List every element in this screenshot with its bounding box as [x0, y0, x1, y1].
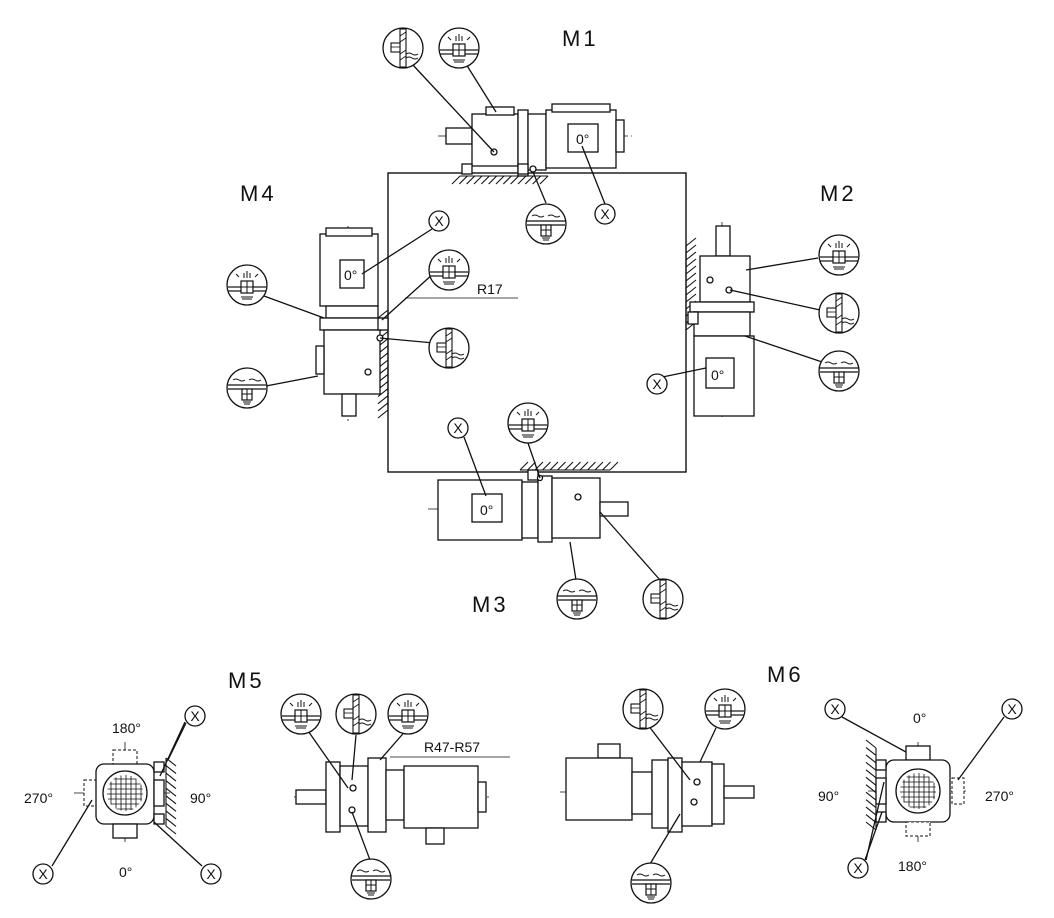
m1-cable-entry-x-icon: X — [594, 203, 616, 225]
oil-level-plug-icon — [642, 578, 684, 620]
m5-angle-top: 180° — [112, 720, 141, 736]
m6-angle-top: 0° — [913, 710, 926, 726]
oil-drain-plug-icon — [226, 367, 268, 409]
oil-level-plug-icon — [428, 327, 470, 369]
breather-valve-icon — [226, 264, 268, 306]
breather-valve-icon — [438, 27, 480, 69]
oil-drain-plug-icon — [818, 350, 860, 392]
m5-side-view — [294, 757, 492, 845]
position-label-m4: M4 — [240, 181, 277, 206]
oil-level-plug-icon — [818, 292, 860, 334]
m6-end-view — [868, 742, 966, 842]
breather-valve-icon — [387, 693, 429, 735]
m5-cable-entry-x-icon: X — [200, 863, 222, 885]
oil-drain-plug-icon — [350, 858, 392, 900]
oil-level-plug-icon — [622, 688, 664, 730]
cable-entry-markers: X X X X X X X X X X — [32, 203, 1023, 885]
svg-text:X: X — [652, 376, 662, 392]
svg-text:X: X — [190, 708, 200, 724]
m2-gear-motor — [687, 222, 755, 420]
m4-cable-entry-x-icon: X — [428, 210, 450, 232]
m4-gear-motor — [315, 226, 389, 424]
m6-angle-right: 270° — [985, 788, 1014, 804]
m5-cable-entry-x-icon: X — [32, 863, 54, 885]
m6-side-view — [560, 743, 755, 833]
m6-cable-entry-x-icon: X — [847, 857, 869, 879]
terminal-box-labels: 0° 0° 0° 0° — [344, 131, 724, 518]
foot-surface-hatching — [165, 175, 877, 835]
m3-terminal-angle: 0° — [480, 502, 493, 518]
svg-text:X: X — [206, 866, 216, 882]
breather-valve-icon — [428, 249, 470, 291]
svg-text:X: X — [453, 420, 463, 436]
m3-cable-entry-x-icon: X — [447, 417, 469, 439]
m6-angle-bottom: 180° — [898, 858, 927, 874]
position-label-m2: M2 — [820, 181, 857, 206]
breather-valve-icon — [704, 688, 746, 730]
oil-drain-plug-icon — [525, 203, 567, 245]
svg-text:X: X — [853, 860, 863, 876]
series-label-r47-r57: R47-R57 — [424, 739, 480, 755]
svg-text:X: X — [600, 206, 610, 222]
svg-text:X: X — [830, 701, 840, 717]
m1-terminal-angle: 0° — [576, 131, 589, 147]
angle-labels: 180° 90° 0° 270° 0° 270° 180° 90° — [24, 710, 1014, 880]
leader-lines — [51, 63, 1005, 867]
position-label-m6: M6 — [767, 662, 804, 687]
m5-end-view — [74, 742, 170, 842]
m2-cable-entry-x-icon: X — [646, 373, 668, 395]
series-label-r17: R17 — [477, 281, 503, 297]
svg-text:X: X — [1007, 701, 1017, 717]
m6-angle-left: 90° — [818, 788, 839, 804]
m6-cable-entry-x-icon: X — [1001, 698, 1023, 720]
breather-valve-icon — [818, 234, 860, 276]
m6-cable-entry-x-icon: X — [824, 698, 846, 720]
position-label-m5: M5 — [228, 668, 265, 693]
m2-terminal-angle: 0° — [711, 367, 724, 383]
series-labels: R17 R47-R57 — [390, 281, 518, 758]
breather-valve-icon — [280, 693, 322, 735]
oil-level-plug-icon — [335, 693, 377, 735]
position-label-m1: M1 — [562, 26, 599, 51]
oil-level-plug-icon — [382, 27, 424, 69]
m4-terminal-angle: 0° — [344, 267, 357, 283]
oil-drain-plug-icon — [630, 862, 672, 904]
fan-grille — [107, 775, 143, 811]
oil-drain-plug-icon — [556, 578, 598, 620]
breather-valve-icon — [507, 402, 549, 444]
fan-grille — [900, 773, 936, 809]
svg-text:X: X — [434, 213, 444, 229]
svg-text:X: X — [38, 866, 48, 882]
position-labels: M1 M2 M3 M4 M5 M6 — [228, 26, 857, 693]
m3-gear-motor — [428, 469, 629, 543]
position-label-m3: M3 — [472, 592, 509, 617]
m5-angle-left: 270° — [24, 790, 53, 806]
m5-cable-entry-x-icon: X — [184, 705, 206, 727]
m5-angle-right: 90° — [190, 790, 211, 806]
m1-gear-motor — [438, 103, 632, 177]
m5-angle-bottom: 0° — [119, 864, 132, 880]
